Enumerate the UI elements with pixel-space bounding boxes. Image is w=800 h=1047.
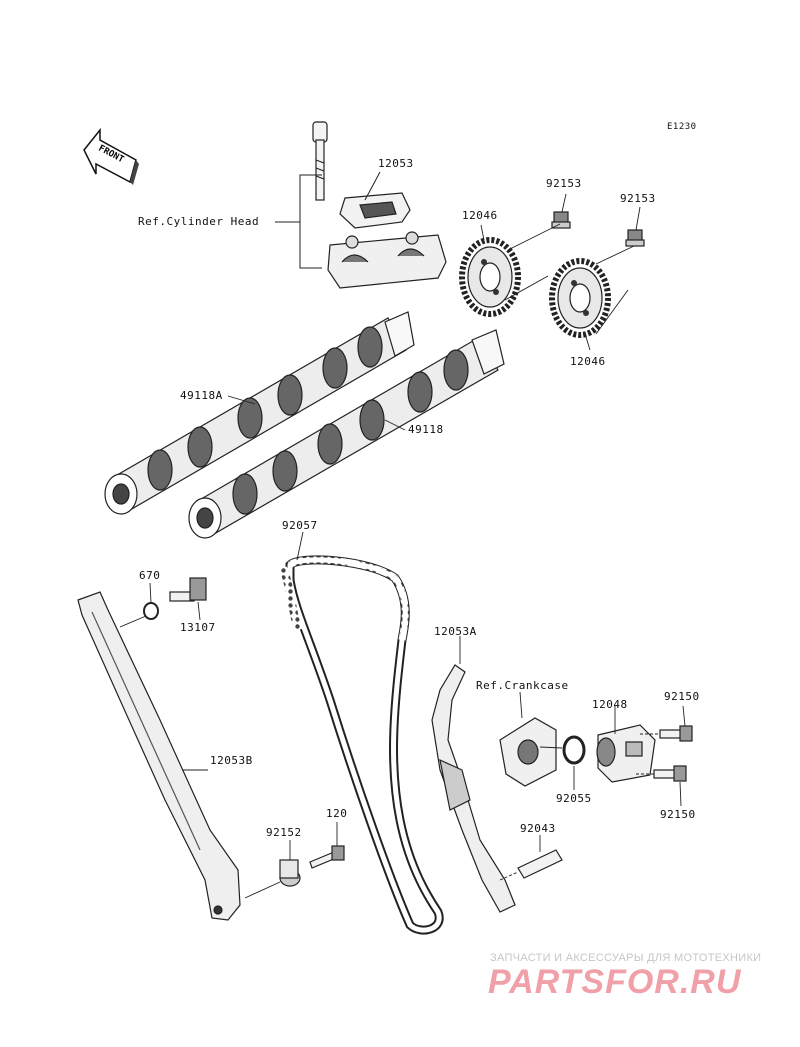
oring-670-icon [143, 602, 159, 620]
part-label-92153-right[interactable]: 92153 [620, 192, 656, 205]
bolt-13107-icon [169, 577, 207, 602]
ref-crankcase: Ref.Crankcase [476, 679, 569, 692]
cam-bracket-icon [339, 192, 411, 229]
front-arrow-icon: FRONT [83, 127, 139, 185]
part-label-12053a[interactable]: 12053A [434, 625, 477, 638]
part-label-670[interactable]: 670 [139, 569, 161, 582]
cam-chain-icon [279, 555, 444, 935]
watermark-logo: PARTSFOR.RU [488, 963, 742, 1001]
camshaft-exhaust-icon [104, 311, 415, 515]
camshaft-intake-icon [188, 329, 505, 539]
sprocket-bolt-right-icon [625, 229, 645, 247]
part-label-12046-lower[interactable]: 12046 [570, 355, 606, 368]
part-label-12046-upper[interactable]: 12046 [462, 209, 498, 222]
gasket-92055-icon [562, 735, 586, 765]
part-label-49118[interactable]: 49118 [408, 423, 444, 436]
sprocket-leaders [480, 193, 641, 351]
camshaft-cap-icon [327, 231, 447, 289]
part-label-92150-lower[interactable]: 92150 [660, 808, 696, 821]
collar-icon [279, 859, 301, 887]
part-label-92057[interactable]: 92057 [282, 519, 318, 532]
chain-tensioner-icon [596, 724, 656, 783]
part-label-12053[interactable]: 12053 [378, 157, 414, 170]
sprocket-bolt-left-icon [551, 211, 571, 229]
tensioner-bolt-upper-icon [659, 725, 693, 742]
part-label-120[interactable]: 120 [326, 807, 348, 820]
bolt-120-icon [309, 845, 345, 869]
part-label-92152[interactable]: 92152 [266, 826, 302, 839]
part-label-12048[interactable]: 12048 [592, 698, 628, 711]
ref-cylinder-head: Ref.Cylinder Head [138, 215, 260, 228]
cam-sprocket-lower-icon [549, 258, 611, 338]
part-label-13107[interactable]: 13107 [180, 621, 216, 634]
part-label-92043[interactable]: 92043 [520, 822, 556, 835]
part-label-49118a[interactable]: 49118A [180, 389, 223, 402]
cam-sprocket-upper-icon [459, 237, 521, 317]
chain-guide-front-icon [431, 664, 516, 913]
part-label-12053b[interactable]: 12053B [210, 754, 253, 767]
watermark-tagline: ЗАПЧАСТИ И АКСЕССУАРЫ ДЛЯ МОТОТЕХНИКИ [490, 952, 762, 964]
dowel-pin-icon [517, 849, 563, 879]
tensioner-bolt-lower-icon [653, 765, 687, 782]
tensioner-mount-icon [499, 717, 557, 787]
part-label-92153-left[interactable]: 92153 [546, 177, 582, 190]
chain-guide-rear-icon [77, 591, 241, 921]
cap-bolt-icon [312, 121, 328, 201]
diagram-code: E1230 [667, 122, 697, 132]
part-label-92055[interactable]: 92055 [556, 792, 592, 805]
part-label-92150-upper[interactable]: 92150 [664, 690, 700, 703]
